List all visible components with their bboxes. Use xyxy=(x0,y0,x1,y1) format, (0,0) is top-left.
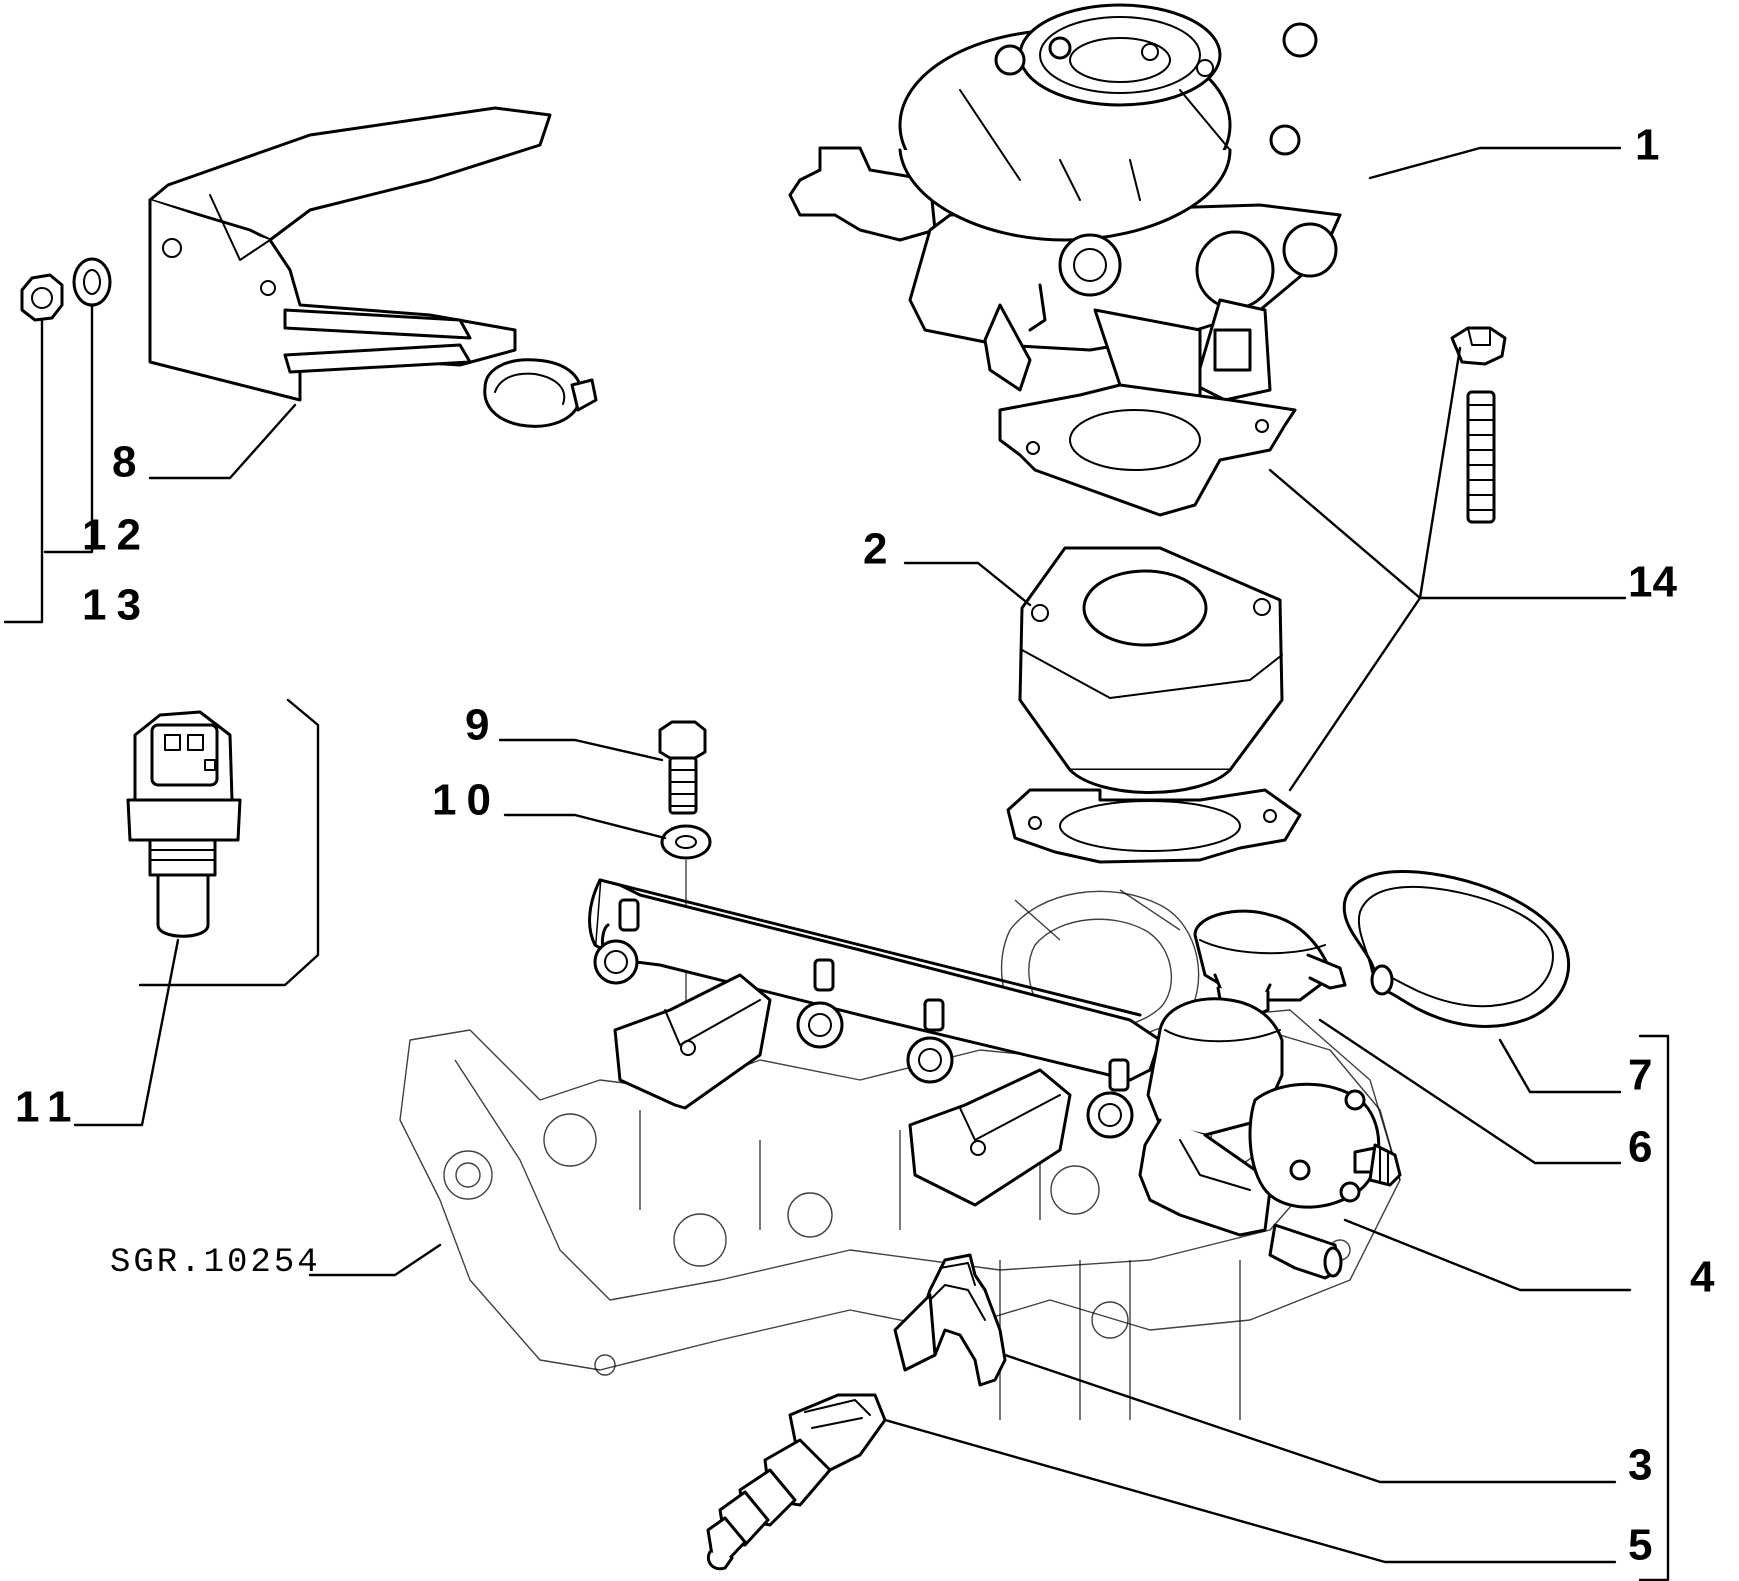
leader-11 xyxy=(73,938,180,1127)
screw-part-9 xyxy=(658,720,707,815)
callout-12: 12 xyxy=(82,511,151,560)
washer-part-10 xyxy=(660,824,712,860)
callout-5: 5 xyxy=(1628,1521,1652,1570)
callout-13: 13 xyxy=(82,581,151,630)
callout-9: 9 xyxy=(465,701,489,750)
injector-housing xyxy=(1138,997,1402,1280)
leader-drawing-ref xyxy=(308,1243,442,1277)
callout-1: 1 xyxy=(1635,121,1659,170)
leader-lines xyxy=(3,146,1670,1581)
throttle-body-spacer xyxy=(1006,546,1302,864)
leader-1 xyxy=(1368,146,1622,180)
leader-5 xyxy=(883,1418,1617,1564)
callout-4: 4 xyxy=(1690,1253,1715,1302)
temperature-sensor xyxy=(126,710,242,938)
injector-clip xyxy=(893,1253,1007,1387)
leader-14 xyxy=(1268,346,1627,792)
fuel-rail-assembly xyxy=(588,878,1162,1207)
stud-and-nut xyxy=(1450,326,1507,524)
leader-2 xyxy=(903,561,1032,607)
leader-9 xyxy=(498,738,664,762)
leader-7 xyxy=(1498,1038,1622,1094)
sensor-bracket-marker xyxy=(138,698,320,987)
callout-11: 11 xyxy=(15,1083,82,1132)
mounting-bracket xyxy=(148,106,598,428)
callout-14: 14 xyxy=(1628,558,1677,607)
callout-3: 3 xyxy=(1628,1441,1652,1490)
fuel-injector xyxy=(706,1393,887,1571)
leader-13 xyxy=(3,318,44,624)
drawing-reference: SGR.10254 xyxy=(110,1244,321,1282)
callout-2: 2 xyxy=(863,525,887,574)
nut-part-13 xyxy=(20,273,64,322)
callout-8: 8 xyxy=(112,438,136,487)
leader-10 xyxy=(503,813,667,840)
fuel-return-hose xyxy=(1342,870,1571,1028)
callout-6: 6 xyxy=(1628,1123,1652,1172)
throttle-body-assembly xyxy=(788,3,1342,517)
leader-4 xyxy=(1343,1218,1632,1292)
leader-8 xyxy=(148,403,297,480)
callout-10: 10 xyxy=(432,776,501,825)
leader-6 xyxy=(1318,1018,1622,1165)
callout-labels: 1 2 3 4 5 6 7 8 9 10 11 12 13 14 SGR.102… xyxy=(15,121,1715,1570)
leader-3 xyxy=(1003,1353,1617,1484)
washer-part-12 xyxy=(72,257,112,307)
group-bracket-4 xyxy=(1638,1034,1670,1581)
callout-7: 7 xyxy=(1628,1051,1652,1100)
leader-12 xyxy=(43,303,94,554)
intake-manifold-background xyxy=(399,889,1401,1420)
